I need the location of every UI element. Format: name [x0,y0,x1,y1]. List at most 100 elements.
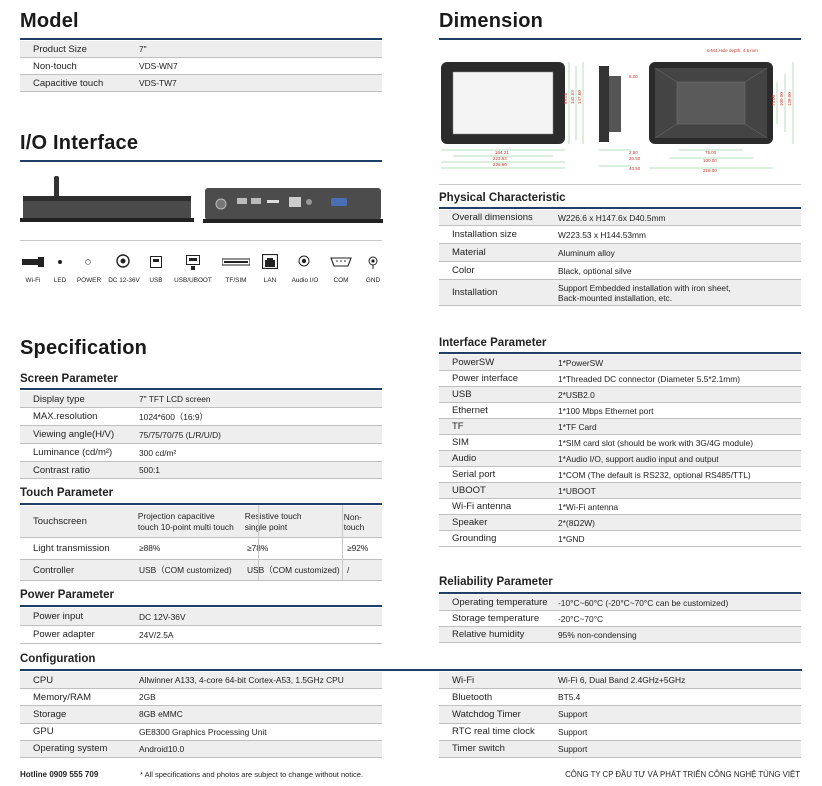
io-label-wifi: Wi-Fi [25,277,41,284]
touch-cell-line: Resistive touch [244,510,302,521]
config-left-key: Storage [33,708,67,720]
config-left-value: GE8300 Graphics Processing Unit [139,726,267,737]
interface-key: Grounding [452,533,497,544]
screen-value: 500:1 [139,465,160,475]
io-label-power: POWER [76,277,102,284]
config-left-separator [20,705,382,707]
dc-jack-icon [116,254,130,268]
config-left-separator [20,722,382,724]
dimension-divider [439,184,801,185]
interface-separator [439,418,801,419]
io-label-tf-sim: TF/SIM [225,277,247,284]
back-dim-a: 75.00 [705,150,717,155]
config-right-key: Watchdog Timer [452,708,521,720]
dimension-drawing: 164.21 223.53 226.60 89.55 142.53 147.60… [441,48,794,173]
power-key: Power input [33,611,84,622]
reliability-value: -10°C~60°C (-20°C~70°C can be customized… [558,597,729,608]
interface-key: TF [452,421,464,432]
model-title-bar [20,38,382,40]
reliability-key: Relative humidity [452,629,525,640]
front-height-overall: 147.60 [577,90,582,104]
physical-key: Overall dimensions [452,212,533,223]
physical-key: Color [452,265,475,276]
front-height-inner: 89.55 [563,92,568,104]
reliability-table: Operating temperature-10°C~60°C (-20°C~7… [439,594,801,643]
wifi-antenna-icon [22,257,44,267]
front-view-drawing: 164.21 223.53 226.60 89.55 142.53 147.60 [441,62,584,169]
screen-key: Luminance (cd/m²) [33,447,113,458]
io-label-usb-uboot: USB/UBOOT [174,277,212,284]
model-value: VDS-WN7 [139,61,178,71]
interface-key: SIM [452,437,469,448]
interface-separator [439,402,801,403]
model-row: Product Size 7" [20,41,382,57]
interface-separator [439,546,801,547]
model-key: Non-touch [33,60,77,72]
interface-separator [439,450,801,451]
touch-cell-non-touch: / [347,565,350,575]
config-right-separator [439,757,801,758]
antenna-shape [54,176,59,198]
interface-value: 1*GND [558,533,585,544]
interface-key: Ethernet [452,405,488,416]
physical-key: Material [452,247,486,258]
side-dim-a: 6.00 [629,74,638,79]
back-dim-e: 100.00 [779,92,784,106]
front-height-install: 142.53 [570,90,575,104]
config-right-value: Support [558,743,588,754]
reliability-key: Storage temperature [452,613,540,624]
interface-value: 1*PowerSW [558,357,604,368]
side-dim-d: 20.50 [629,156,641,161]
usb-port-icon [150,256,162,268]
interface-value: 1*UBOOT [558,485,596,496]
config-left-key: Operating system [33,743,108,755]
screen-param-title: Screen Parameter [20,373,118,385]
interface-key: Wi-Fi antenna [452,501,512,512]
config-left-key: CPU [33,674,54,686]
back-dim-d: 75.00 [771,94,776,106]
interface-separator [439,370,801,371]
screen-value: 300 cd/m² [139,447,177,458]
usb-uboot-port-icon [186,255,200,270]
touch-cell-line: touch 10-point multi touch [137,521,234,532]
interface-separator [439,482,801,483]
com-port-icon [330,257,352,267]
screen-value: 1024*600（16:9） [139,411,208,422]
config-right-separator [439,705,801,707]
io-label-dc: DC 12-36V [108,277,140,284]
side-dim-b: 2.50 [629,150,638,155]
device-side-photo-right [203,188,383,223]
io-divider [20,240,382,241]
touch-param-title: Touch Parameter [20,487,114,499]
interface-key: Power interface [452,373,519,384]
model-value: VDS-TW7 [139,78,177,88]
hole-note: 6-M4,Hole depth: 4.5 mm [707,48,758,53]
model-row: Non-touch VDS-WN7 [20,58,382,74]
reliability-title: Reliability Parameter [439,576,553,588]
reliability-value: 95% non-condensing [558,629,637,640]
touch-cell-resistive: ≥78% [243,543,343,553]
dimension-title-bar [439,38,801,40]
reliability-row: Relative humidity 95% non-condensing [439,627,801,642]
config-right-value: Wi-Fi 6, Dual Band 2.4GHz+5GHz [558,675,686,686]
interface-separator [439,466,801,467]
side-dim-c: 40.50 [629,166,641,171]
